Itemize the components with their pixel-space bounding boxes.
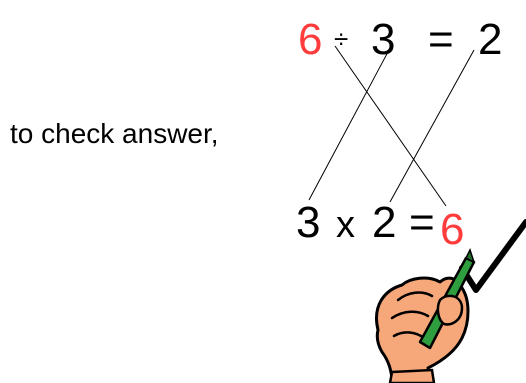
division-operator: ÷ <box>334 24 349 54</box>
division-dividend: 6 <box>298 15 323 64</box>
pen-tip <box>464 248 476 264</box>
division-equals: = <box>428 15 454 64</box>
multiplication-factor-b: 2 <box>372 198 397 247</box>
multiplication-product: 6 <box>440 205 465 254</box>
line-3-to-3 <box>308 49 390 201</box>
instruction-text: to check answer, <box>10 118 219 149</box>
division-quotient: 2 <box>478 15 503 64</box>
hand-cuff <box>388 368 436 383</box>
division-divisor: 3 <box>371 15 396 64</box>
line-2-to-2 <box>389 49 475 203</box>
multiplication-operator: x <box>336 204 355 246</box>
finger-line-2 <box>390 310 430 320</box>
line-6-to-6 <box>334 45 447 207</box>
multiplication-factor-a: 3 <box>296 198 321 247</box>
hand-thumb <box>436 294 464 326</box>
finger-line-1 <box>396 291 434 302</box>
multiplication-equals: = <box>409 198 435 247</box>
